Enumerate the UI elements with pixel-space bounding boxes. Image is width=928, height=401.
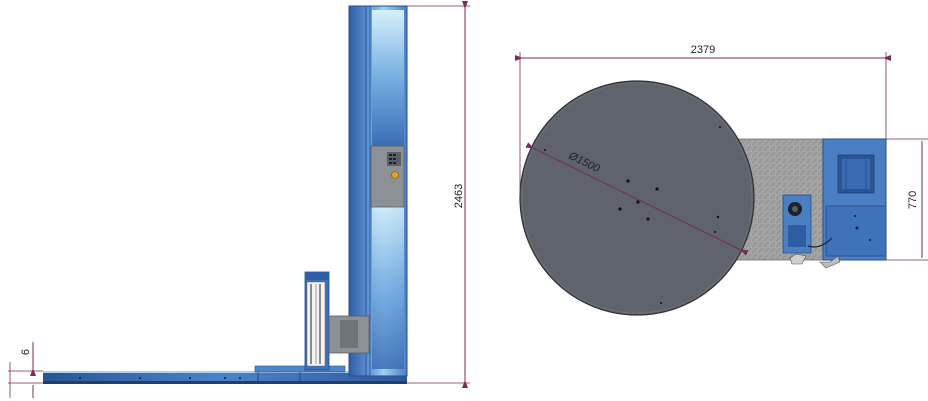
base-height-dimension-label: 6 [20,349,32,355]
side-view [43,5,408,384]
control-panel [370,145,405,208]
turntable [519,80,755,316]
height-dimension: 2463 [407,0,470,388]
emergency-stop-icon [391,171,399,179]
width-dimension: 770 [886,138,928,261]
base-height-dimension: 6 [8,342,43,398]
length-dimension-label: 2379 [691,44,715,56]
drive-housing [822,138,887,261]
length-dimension: 2379 [515,44,891,195]
film-carriage [304,271,370,371]
mast [348,5,408,377]
top-view: Ø1500 [519,80,887,316]
motor-assembly [782,194,841,269]
carriage-foot [254,365,346,373]
width-dimension-label: 770 [907,191,919,209]
base-rail [43,371,407,384]
height-dimension-label: 2463 [453,184,465,208]
